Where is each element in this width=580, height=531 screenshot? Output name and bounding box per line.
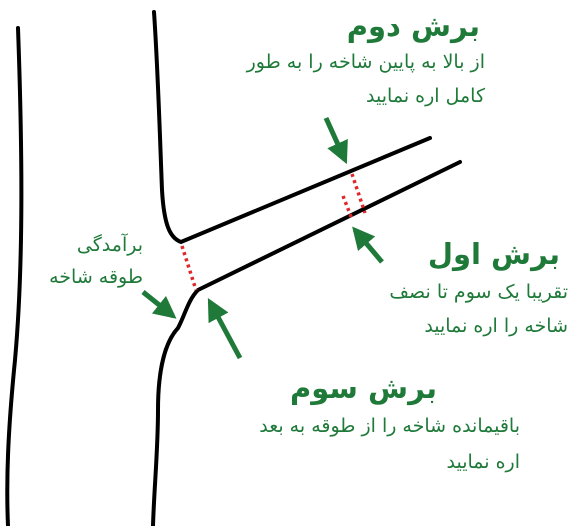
arrow-cut-one xyxy=(352,226,384,264)
trunk-left-edge xyxy=(5,26,24,528)
cut-one-title: برش اول xyxy=(427,237,560,271)
cut-two-line1: از بالا به پایین شاخه را به طور xyxy=(246,51,485,73)
cut-three-title: برش سوم xyxy=(290,371,437,405)
cut-one-line1: تقریبا یک سوم تا نصف xyxy=(389,281,568,303)
cut-line-third xyxy=(180,245,198,291)
cut-line-second xyxy=(350,173,367,214)
cut-two-title: برش دوم xyxy=(346,9,480,43)
branch-lower-edge xyxy=(151,160,462,528)
collar-line2: طوقه شاخه xyxy=(49,266,143,288)
cut-line-first xyxy=(341,195,354,220)
cut-one-line2: شاخه را اره نمایید xyxy=(424,315,568,337)
cut-two-line2: کامل اره نمایید xyxy=(366,85,485,107)
arrow-cut-three xyxy=(207,298,243,360)
collar-line1: برآمدگی xyxy=(76,234,143,256)
arrow-cut-two xyxy=(323,116,348,165)
arrow-collar xyxy=(141,290,177,319)
cut-three-line1: باقیمانده شاخه را از طوقه به بعد xyxy=(259,415,520,437)
cut-three-line2: اره نمایید xyxy=(446,451,520,473)
trunk-right-edge xyxy=(152,10,432,245)
